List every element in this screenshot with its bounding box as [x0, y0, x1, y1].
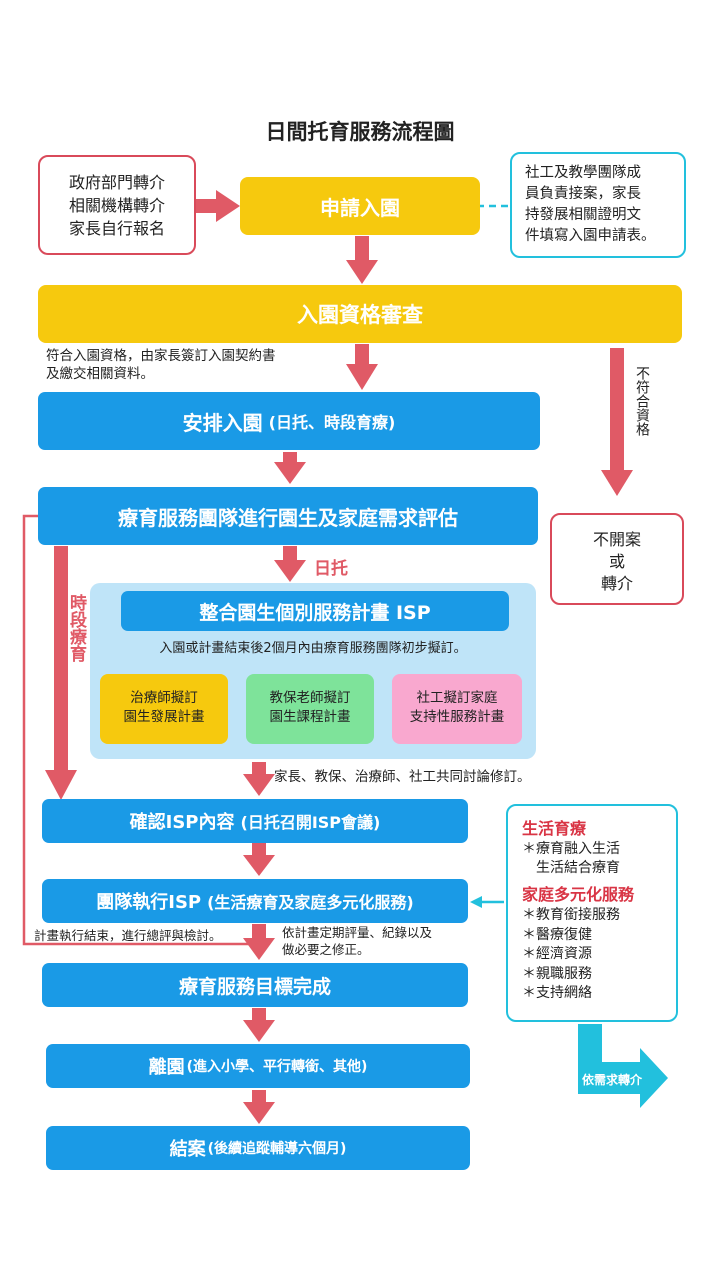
goal-box: 療育服務目標完成 [42, 963, 468, 1007]
confirm-box: 確認ISP內容 (日托召開ISP會議) [42, 799, 468, 843]
isp-title: 整合園生個別服務計畫 ISP [121, 591, 509, 631]
arrow-review-to-arrange [346, 344, 378, 390]
family-item: ＊支持網絡 [522, 985, 592, 1001]
arrow-apply-to-review [346, 236, 378, 284]
plan-social-worker: 社工擬訂家庭 支持性服務計畫 [392, 674, 522, 744]
family-item: ＊教育銜接服務 [522, 907, 620, 923]
services-box: 生活育療 ＊療育融入生活 生活結合療育 家庭多元化服務 ＊教育銜接服務 ＊醫療復… [506, 804, 678, 1022]
qualify-note: 符合入園資格，由家長簽訂入園契約書 及繳交相關資料。 [46, 347, 276, 383]
arrow-confirm-to-execute [243, 843, 275, 876]
close-sub: (後續追蹤輔導六個月) [207, 1141, 347, 1157]
team-note-box: 社工及教學團隊成 員負責接案，家長 持發展相關證明文 件填寫入園申請表。 [510, 152, 686, 258]
arrow-period-care [45, 546, 77, 800]
plan-therapist: 治療師擬訂 園生發展計畫 [100, 674, 228, 744]
leave-main: 離園 [148, 1057, 185, 1078]
plan-line: 園生發展計畫 [123, 709, 205, 725]
referral-line: 相關機構轉介 [68, 196, 165, 215]
referral-line: 家長自行報名 [68, 219, 165, 238]
arrow-services-to-execute [470, 896, 504, 908]
isp-note: 入園或計畫結束後2個月內由療育服務團隊初步擬訂。 [159, 641, 467, 656]
arrow-goal-to-leave [243, 1008, 275, 1042]
plan-line: 支持性服務計畫 [409, 709, 505, 725]
no-case-line: 或 [608, 552, 625, 571]
confirm-main: 確認ISP內容 [129, 812, 235, 833]
arrow-review-to-nocase [601, 348, 633, 496]
daycare-label: 日托 [314, 559, 348, 579]
team-note-line: 持發展相關證明文 [525, 207, 641, 223]
referral-line: 政府部門轉介 [68, 173, 165, 192]
family-item: ＊親職服務 [522, 965, 592, 982]
leave-sub: (進入小學、平行轉銜、其他) [186, 1059, 368, 1075]
review-note-line: 做必要之修正。 [282, 942, 370, 957]
assess-box: 療育服務團隊進行園生及家庭需求評估 [38, 487, 538, 545]
no-case-line: 轉介 [600, 574, 633, 593]
page-title: 日間托育服務流程圖 [265, 120, 455, 144]
arrow-referral-to-apply [196, 190, 240, 222]
not-qualify-label: 不符合資格 [634, 366, 650, 436]
plan-line: 社工擬訂家庭 [416, 690, 498, 706]
team-note-line: 件填寫入園申請表。 [525, 228, 656, 244]
close-main: 結案 [169, 1139, 206, 1160]
team-note-line: 員負責接案，家長 [525, 186, 641, 202]
execute-main: 團隊執行ISP [96, 892, 202, 913]
confirm-sub: (日托召開ISP會議) [240, 813, 381, 832]
plan-line: 園生課程計畫 [269, 709, 351, 725]
close-box: 結案 (後續追蹤輔導六個月) [46, 1126, 470, 1170]
period-care-label: 時段療育 [66, 594, 86, 662]
arrange-main: 安排入園 [182, 410, 263, 435]
arrow-isp-to-confirm [243, 762, 275, 796]
qualify-note-line: 及繳交相關資料。 [46, 366, 154, 382]
no-case-box: 不開案 或 轉介 [550, 513, 684, 605]
referral-box: 政府部門轉介 相關機構轉介 家長自行報名 [38, 155, 196, 255]
life-title: 生活育療 [522, 819, 587, 838]
review-note: 依計畫定期評量、紀錄以及 做必要之修正。 [282, 924, 432, 958]
plan-teacher: 教保老師擬訂 園生課程計畫 [246, 674, 374, 744]
refer-label: 依需求轉介 [582, 1073, 643, 1087]
arrow-arrange-to-assess [274, 452, 306, 484]
execute-box: 團隊執行ISP (生活療育及家庭多元化服務) [42, 879, 468, 923]
no-case-line: 不開案 [592, 530, 641, 549]
arrange-box: 安排入園 (日托、時段育療) [38, 392, 540, 450]
end-note: 計畫執行結束，進行總評與檢討。 [34, 928, 222, 943]
review-note-line: 依計畫定期評量、紀錄以及 [282, 925, 433, 940]
family-title: 家庭多元化服務 [522, 885, 635, 904]
life-item: ＊療育融入生活 [522, 841, 620, 857]
review-box: 入園資格審查 [38, 285, 682, 343]
qualify-note-line: 符合入園資格，由家長簽訂入園契約書 [46, 348, 276, 364]
life-item: 生活結合療育 [522, 860, 620, 876]
arrow-assess-to-isp [274, 546, 306, 582]
arrange-sub: (日托、時段育療) [268, 413, 396, 432]
execute-sub: (生活療育及家庭多元化服務) [207, 893, 414, 912]
discuss-note: 家長、教保、治療師、社工共同討論修訂。 [274, 769, 531, 785]
plan-line: 治療師擬訂 [130, 690, 198, 706]
arrow-refer [578, 1024, 668, 1108]
arrow-leave-to-close [243, 1090, 275, 1124]
family-item: ＊經濟資源 [522, 946, 592, 962]
team-note-line: 社工及教學團隊成 [525, 165, 641, 181]
apply-box: 申請入園 [240, 177, 480, 235]
leave-box: 離園 (進入小學、平行轉銜、其他) [46, 1044, 470, 1088]
arrow-execute-to-goal [243, 924, 275, 960]
plan-line: 教保老師擬訂 [269, 690, 351, 706]
family-item: ＊醫療復健 [522, 926, 592, 943]
